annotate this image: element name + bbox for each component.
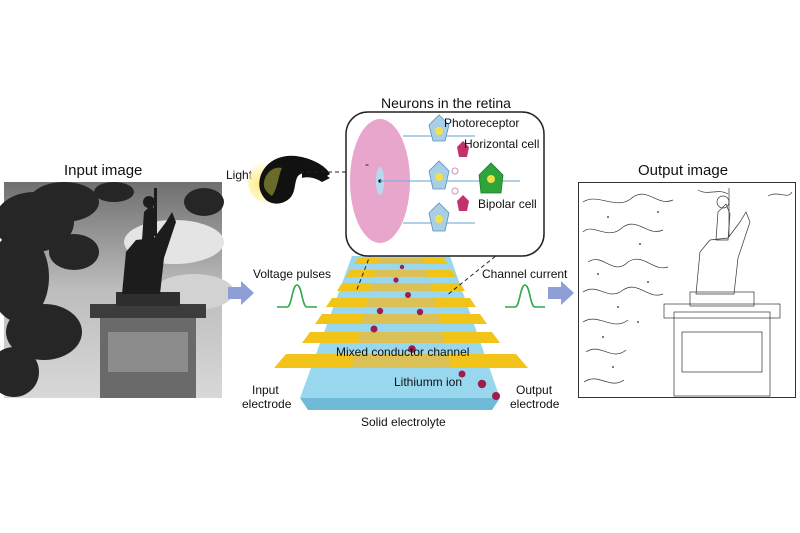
output-electrode-label-line2: electrode xyxy=(510,397,560,411)
photoreceptor-label: Photoreceptor xyxy=(444,116,520,130)
input-image-title: Input image xyxy=(64,162,143,179)
statue-silhouette xyxy=(122,188,176,294)
mixed-conductor-channel-label: Mixed conductor channel xyxy=(336,345,470,359)
retina-minus-sign: - xyxy=(365,157,369,171)
pedestal xyxy=(90,292,206,398)
eye-silhouette-icon xyxy=(248,155,330,204)
neurons-in-retina-title: Neurons in the retina xyxy=(381,95,511,111)
output-electrode-label-line1: Output xyxy=(516,383,553,397)
bipolar-cell xyxy=(478,162,504,194)
input-arrow-icon xyxy=(228,281,254,305)
output-arrow-icon xyxy=(548,281,574,305)
horizontal-cells xyxy=(457,141,469,211)
output-image-title: Output image xyxy=(638,162,729,179)
bipolar-cell-label: Bipolar cell xyxy=(478,197,537,211)
input-electrode-label-line1: Input xyxy=(252,383,279,397)
input-image xyxy=(0,182,234,398)
photoreceptor-cells xyxy=(428,114,450,232)
tree-foliage xyxy=(0,182,224,397)
input-electrode-label-line2: electrode xyxy=(242,397,292,411)
solid-electrolyte-label: Solid electrolyte xyxy=(361,415,446,429)
channel-current-waveform xyxy=(505,284,545,308)
device-stack xyxy=(274,256,528,410)
electrode-layers xyxy=(274,258,528,368)
horizontal-cell-label: Horizontal cell xyxy=(464,137,540,151)
voltage-pulse-waveform xyxy=(277,284,317,308)
light-label: Light xyxy=(226,168,253,182)
channel-current-label: Channel current xyxy=(482,267,568,281)
retina-panel xyxy=(345,111,545,257)
lithium-ions xyxy=(370,264,500,400)
voltage-pulses-label: Voltage pulses xyxy=(253,267,332,281)
lithium-ion-label: Lithiumm ion xyxy=(394,375,463,389)
output-image xyxy=(578,182,796,398)
